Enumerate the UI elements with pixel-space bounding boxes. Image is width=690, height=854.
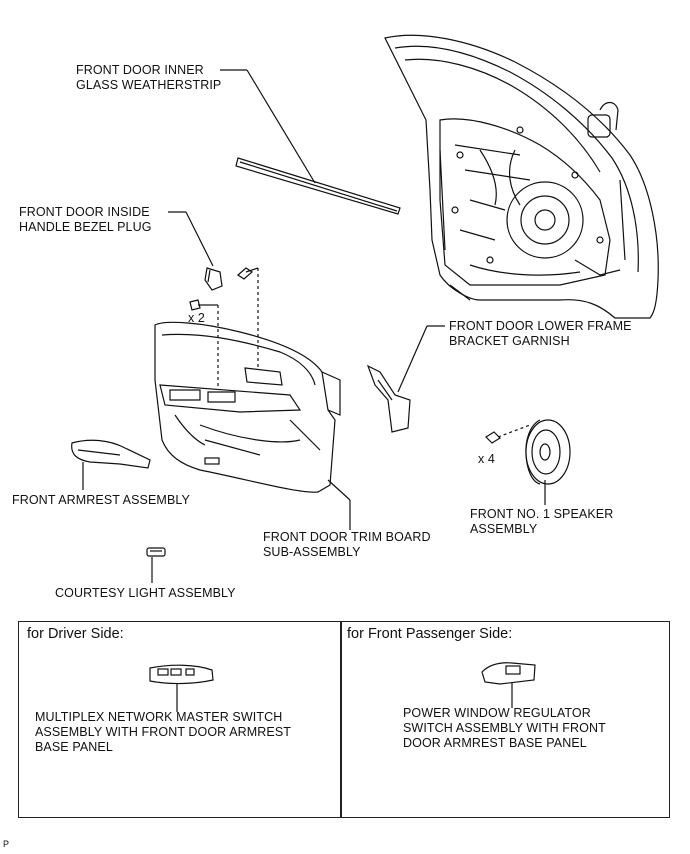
label-inner-glass-weatherstrip: FRONT DOOR INNER GLASS WEATHERSTRIP — [76, 63, 222, 92]
garnish-drawing — [366, 325, 445, 433]
label-master-switch: MULTIPLEX NETWORK MASTER SWITCH ASSEMBLY… — [35, 710, 292, 754]
fastener-drawing — [189, 267, 259, 390]
courtesy-light-drawing — [146, 547, 166, 583]
label-trim-board: FRONT DOOR TRIM BOARD SUB-ASSEMBLY — [263, 530, 431, 559]
label-speaker-assembly: FRONT NO. 1 SPEAKER ASSEMBLY — [470, 507, 614, 536]
passenger-side-box: for Front Passenger Side: POWER WINDOW R… — [340, 621, 670, 818]
weatherstrip-drawing — [220, 69, 401, 215]
label-armrest-assembly: FRONT ARMREST ASSEMBLY — [12, 493, 190, 507]
driver-side-heading: for Driver Side: — [27, 626, 124, 642]
master-switch-drawing — [149, 664, 214, 712]
passenger-switch-drawing — [481, 662, 536, 708]
passenger-side-heading: for Front Passenger Side: — [347, 626, 513, 642]
door-panel-drawing — [384, 34, 659, 319]
label-clip-quantity: x 2 — [188, 311, 205, 325]
footer-mark: P — [3, 839, 10, 849]
label-lower-frame-bracket-garnish: FRONT DOOR LOWER FRAME BRACKET GARNISH — [449, 319, 632, 348]
label-passenger-switch: POWER WINDOW REGULATOR SWITCH ASSEMBLY W… — [403, 706, 606, 750]
armrest-drawing — [71, 439, 151, 490]
speaker-drawing — [485, 419, 571, 505]
label-courtesy-light: COURTESY LIGHT ASSEMBLY — [55, 586, 236, 600]
trim-board-drawing — [154, 321, 351, 530]
bezel-plug-drawing — [168, 211, 223, 291]
label-speaker-screw-quantity: x 4 — [478, 452, 495, 466]
label-inside-handle-bezel-plug: FRONT DOOR INSIDE HANDLE BEZEL PLUG — [19, 205, 152, 234]
driver-side-box: for Driver Side: MULTIPLEX NETWORK MASTE… — [18, 621, 342, 818]
